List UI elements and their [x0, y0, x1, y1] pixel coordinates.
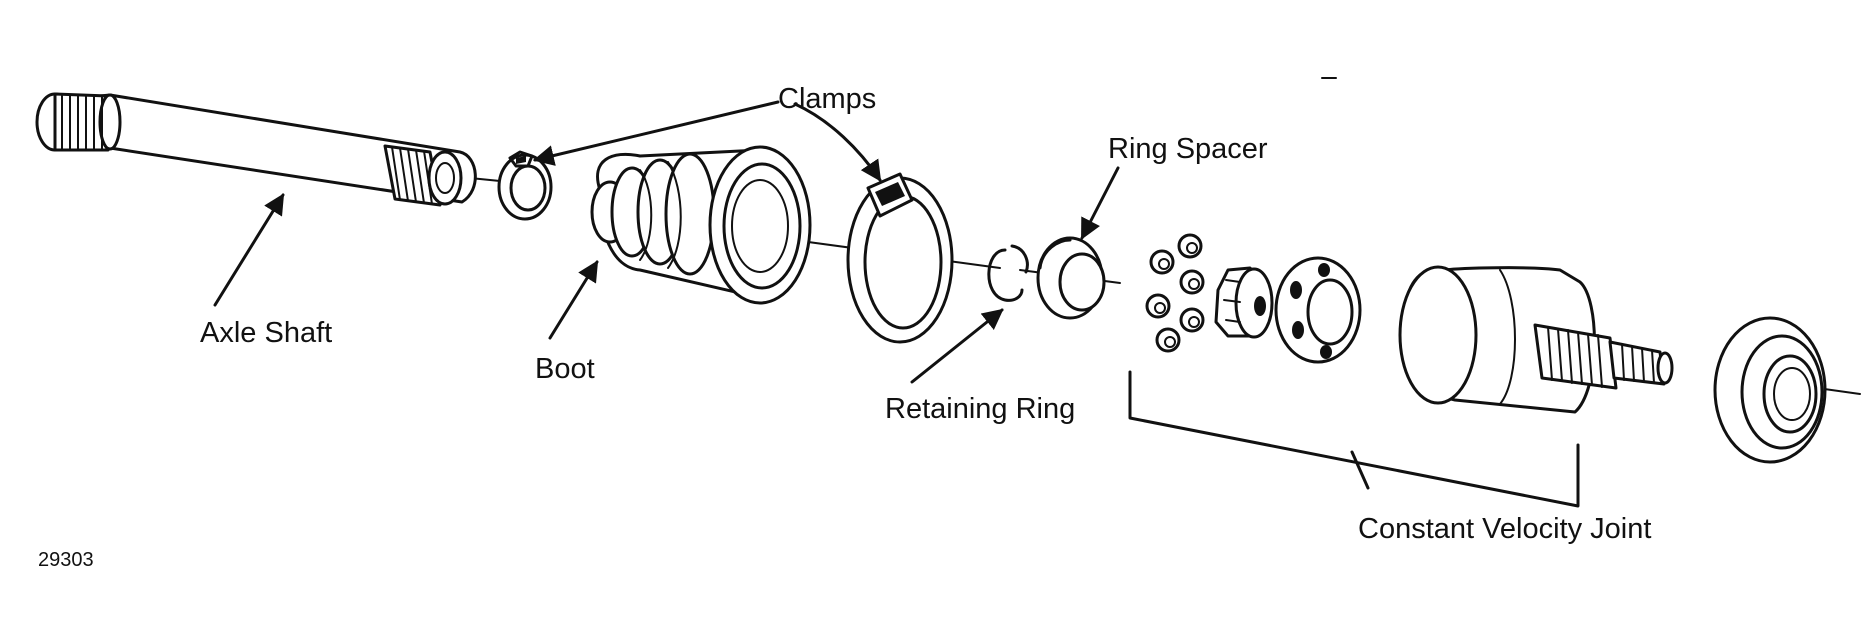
retaining-ring-part: [987, 244, 1029, 302]
inner-race-part: [1214, 266, 1274, 339]
ball-bearings-part: [1145, 233, 1205, 353]
label-boot: Boot: [535, 353, 595, 385]
cv-joint-housing-part: [1398, 265, 1674, 414]
small-clamp-part: [497, 150, 553, 221]
axle-shaft-part: [35, 92, 477, 207]
boot-part: [590, 145, 812, 305]
label-ring-spacer: Ring Spacer: [1108, 133, 1268, 165]
label-retaining-ring: Retaining Ring: [885, 393, 1075, 425]
ring-spacer-part: [1036, 236, 1106, 320]
outer-seal-part: [1713, 316, 1827, 464]
callout-leaders: [213, 100, 1580, 508]
label-clamps: Clamps: [778, 83, 876, 115]
figure-number: 29303: [38, 549, 94, 571]
ball-cage-part: [1274, 256, 1362, 364]
label-axle-shaft: Axle Shaft: [200, 317, 332, 349]
large-clamp-part: [846, 172, 954, 344]
label-constant-velocity-joint: Constant Velocity Joint: [1358, 513, 1651, 545]
